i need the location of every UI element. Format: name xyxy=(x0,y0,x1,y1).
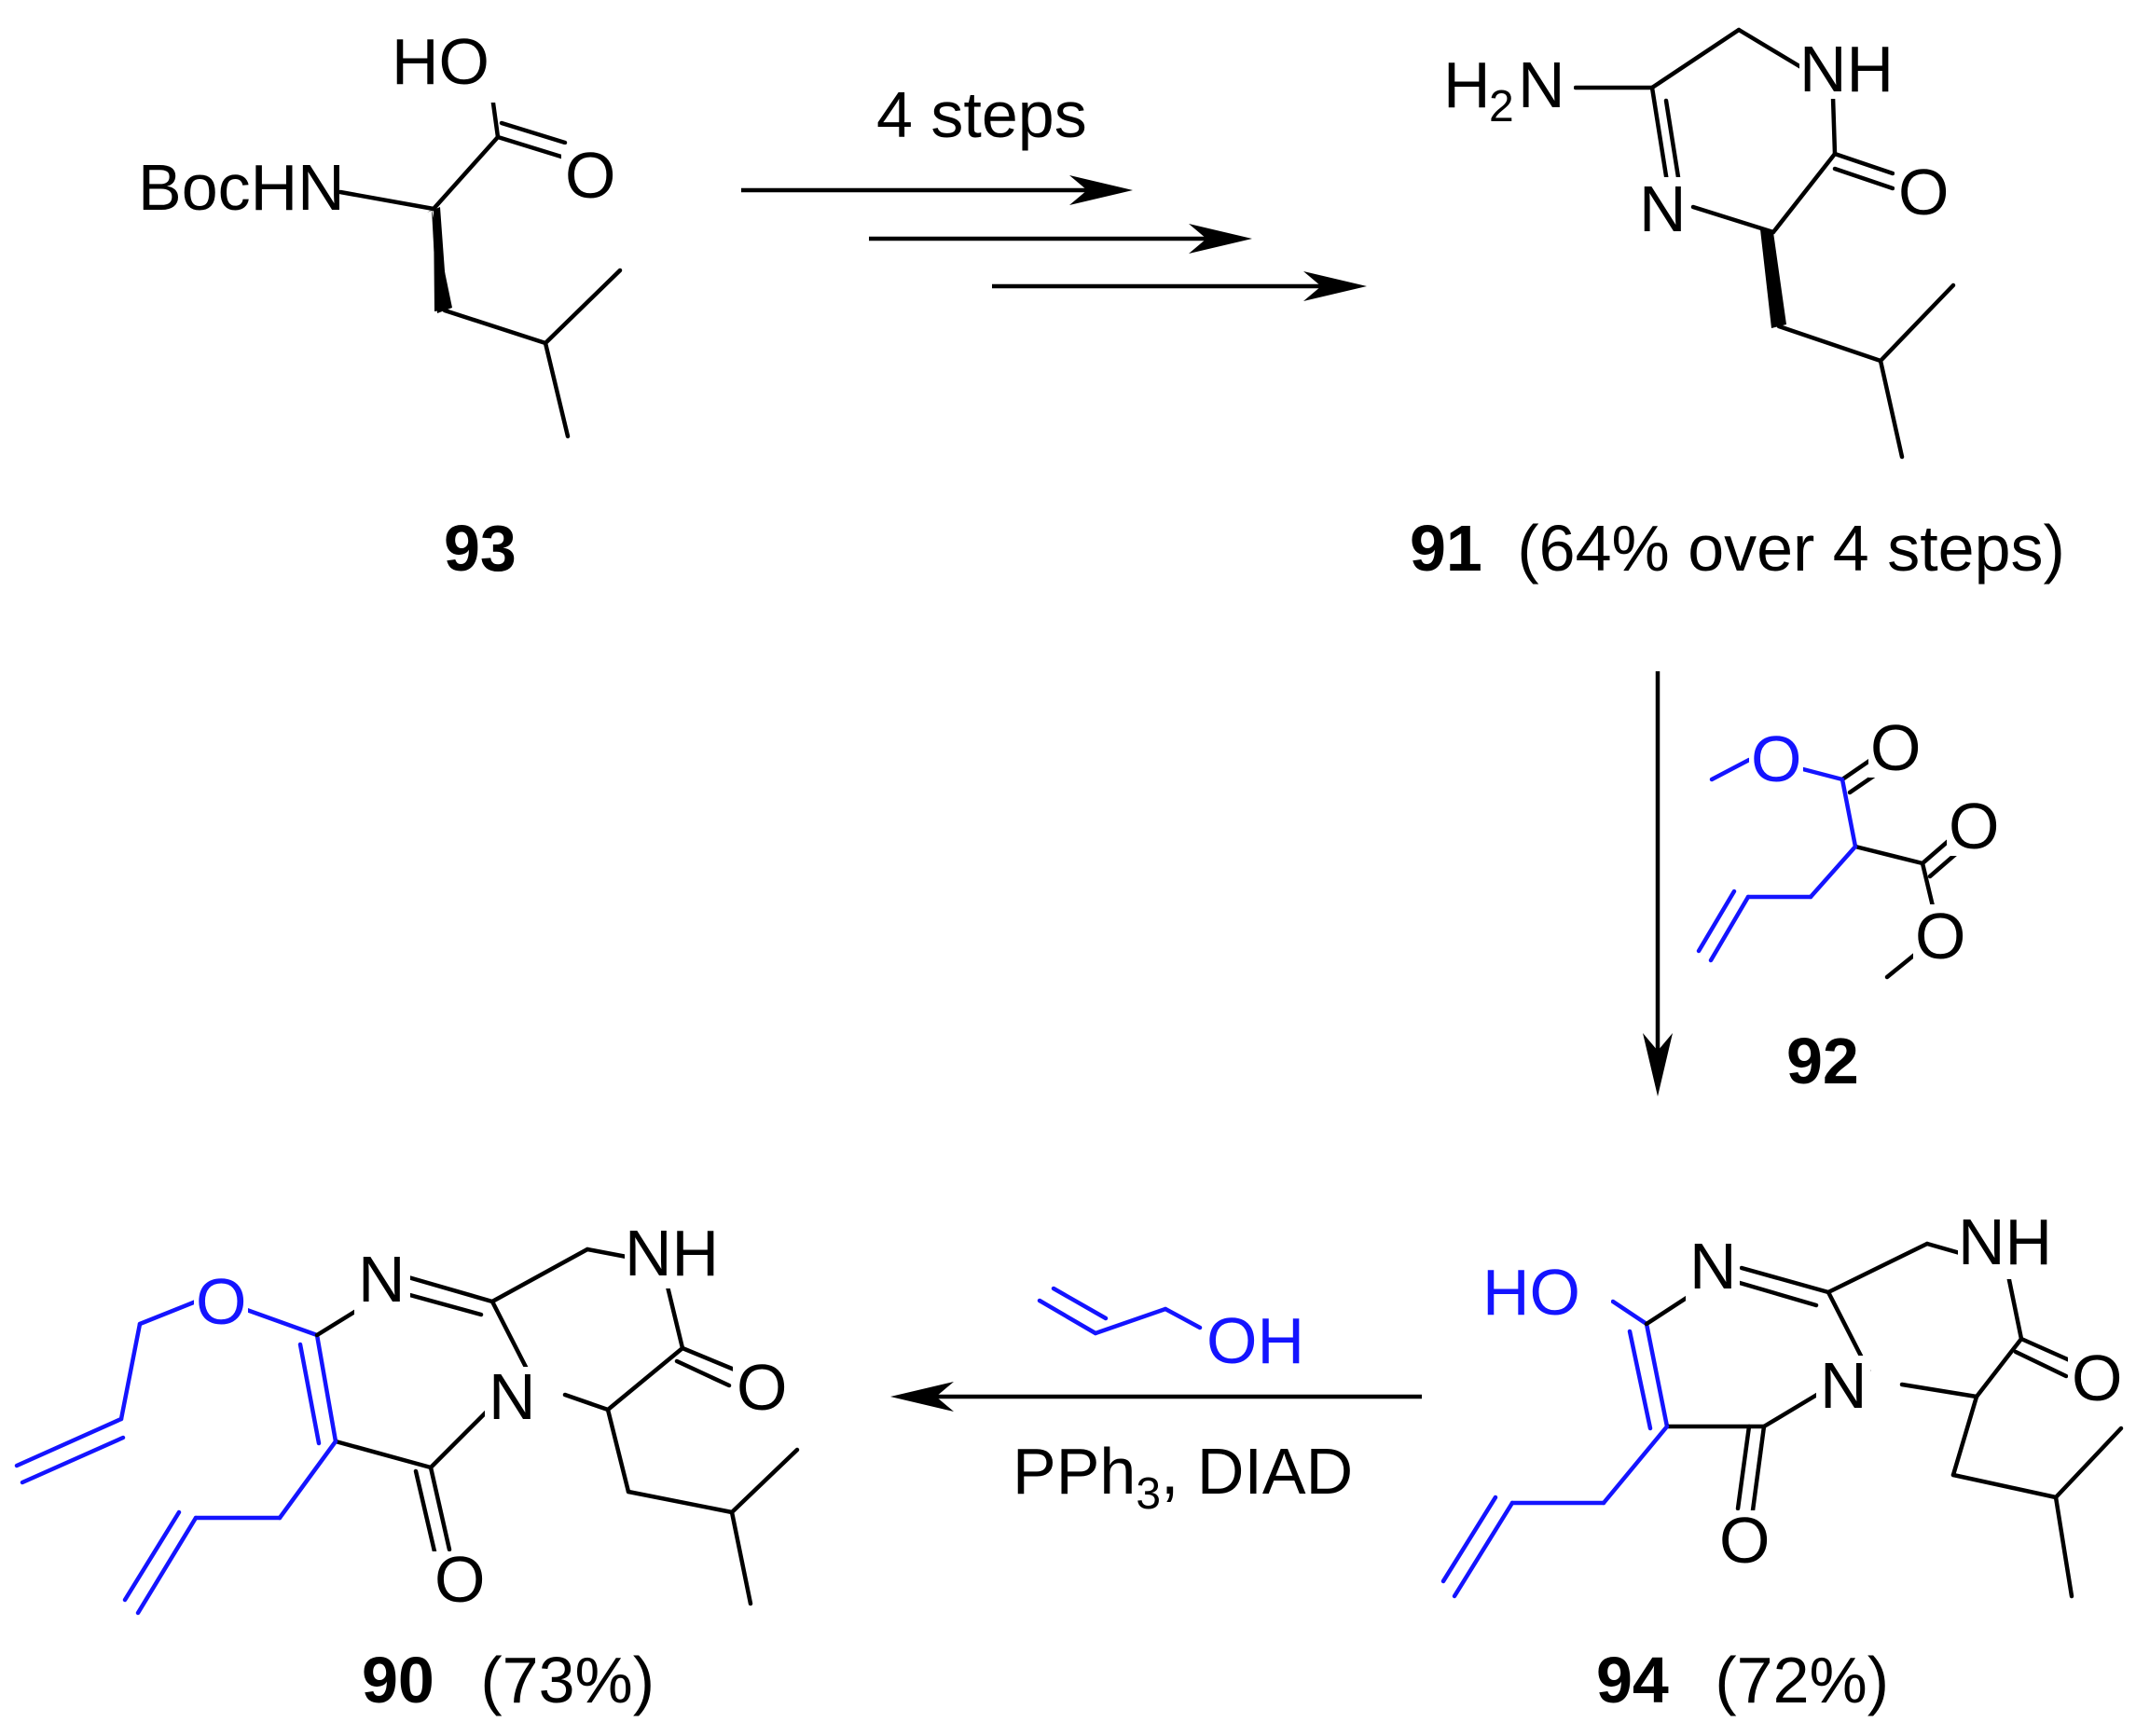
atom-n-ring-90: N xyxy=(489,1360,536,1433)
atom-nh-91: NH xyxy=(1799,33,1894,105)
atom-h2n-sub-91: 2 xyxy=(1489,82,1514,131)
compound-number-90: 90 xyxy=(362,1644,434,1716)
compound-yield-94: (72%) xyxy=(1715,1644,1889,1716)
compound-92-structure: O O O O xyxy=(1696,711,1999,980)
reagent-step1: 4 steps xyxy=(876,78,1087,151)
atom-h2n-h-91: H xyxy=(1443,48,1491,121)
compound-label-91: 91 (64% over 4 steps) xyxy=(1410,512,2065,585)
atom-o-ester2-92: O xyxy=(1915,900,1965,972)
compound-number-91: 91 xyxy=(1410,512,1482,585)
atom-nh-90: NH xyxy=(625,1217,719,1289)
reaction-arrow-step1: 4 steps xyxy=(741,78,1367,301)
compound-label-93: 93 xyxy=(444,512,517,585)
atom-o-ether-90: O xyxy=(196,1265,246,1338)
atom-oh-allylalcohol: OH xyxy=(1206,1304,1304,1377)
reaction-arrow-step2 xyxy=(1643,671,1673,1096)
compound-yield-91: (64% over 4 steps) xyxy=(1517,512,2064,585)
atom-n-imine-90: N xyxy=(358,1243,406,1316)
atom-o-ester1-92: O xyxy=(1751,723,1801,795)
atom-ho-94: HO xyxy=(1482,1256,1580,1329)
reagent-pph3-pre: PPh xyxy=(1013,1435,1136,1508)
compound-label-90: 90 (73%) xyxy=(362,1644,655,1716)
reagent-pph3-post: , DIAD xyxy=(1161,1435,1353,1508)
compound-label-92: 92 xyxy=(1786,1025,1859,1097)
atom-n-ring-94: N xyxy=(1820,1349,1867,1422)
compound-yield-90: (73%) xyxy=(480,1644,655,1716)
atom-o-amide-94: O xyxy=(2072,1342,2122,1414)
atom-nh-94: NH xyxy=(1958,1206,2052,1278)
compound-label-94: 94 (72%) xyxy=(1596,1644,1889,1716)
atom-o-amide-90: O xyxy=(737,1351,787,1424)
compound-number-94: 94 xyxy=(1596,1644,1669,1716)
reagent-pph3-sub: 3 xyxy=(1136,1469,1161,1519)
atom-o-ketone-94: O xyxy=(1719,1504,1770,1577)
atom-ho-93: HO xyxy=(392,25,489,98)
compound-90-structure: O N NH O N O xyxy=(14,1217,800,1617)
atom-n-imine-94: N xyxy=(1689,1230,1737,1302)
atom-o-ketone-90: O xyxy=(434,1543,485,1616)
compound-93-structure: HO O BocHN xyxy=(138,25,623,439)
compound-91-structure: H 2 N NH O N xyxy=(1443,27,1956,460)
compound-94-structure: HO N NH O N O xyxy=(1440,1206,2124,1599)
reaction-arrow-step3: OH PPh3, DIAD xyxy=(890,1286,1422,1519)
atom-o-93: O xyxy=(565,139,615,212)
reagent-step3: PPh3, DIAD xyxy=(1013,1435,1353,1519)
atom-h2n-n-91: N xyxy=(1518,48,1565,121)
atom-o-carbonyl1-92: O xyxy=(1870,711,1921,784)
atom-n-91: N xyxy=(1639,172,1687,245)
atom-o-91: O xyxy=(1898,156,1949,228)
atom-bochn-93: BocHN xyxy=(138,151,345,224)
atom-o-carbonyl2-92: O xyxy=(1949,790,1999,862)
